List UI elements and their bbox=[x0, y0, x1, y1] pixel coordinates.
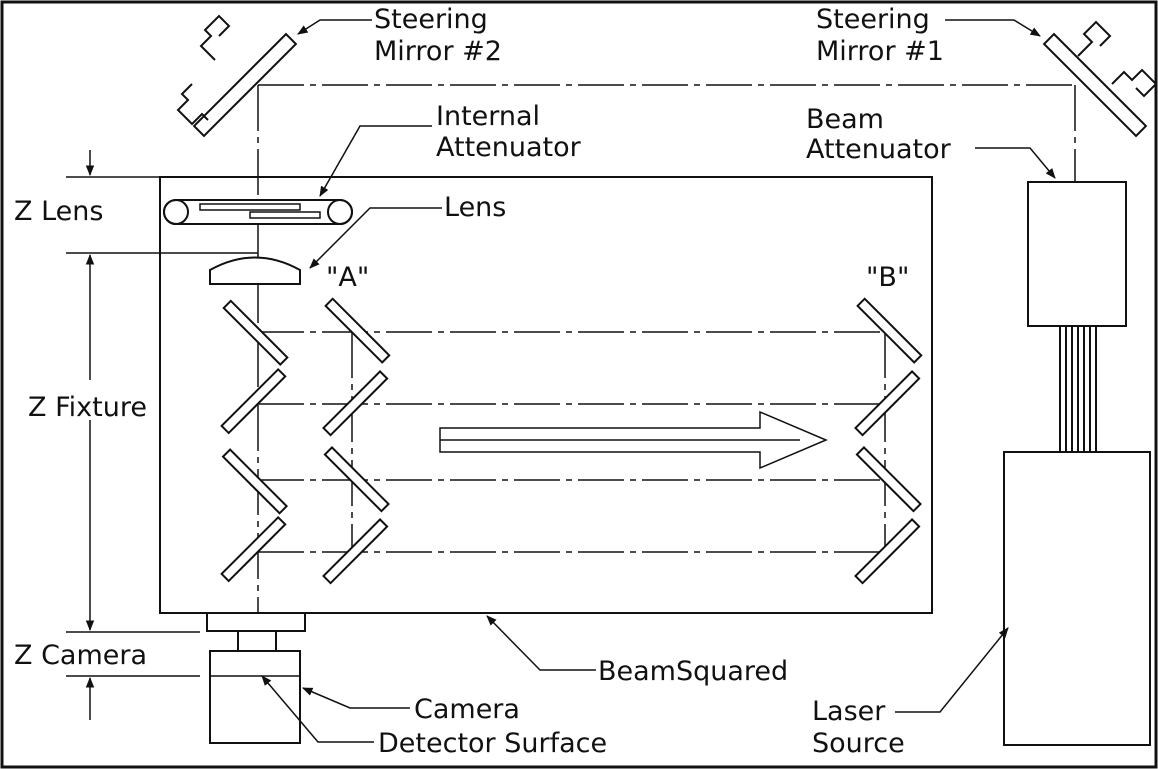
z-camera-label: Z Camera bbox=[14, 640, 147, 671]
steering-mirror-2-label-line1: Steering bbox=[374, 4, 488, 35]
steering-mirror-2-label-line2: Mirror #2 bbox=[374, 36, 502, 67]
laser-source-box bbox=[1003, 451, 1151, 746]
fold-mirrors-left bbox=[220, 299, 289, 583]
lens-label: Lens bbox=[444, 192, 506, 223]
steering-mirror-1-label-line2: Mirror #1 bbox=[816, 36, 944, 67]
beamsquared-enclosure bbox=[159, 176, 933, 614]
beam-attenuator-box bbox=[1027, 181, 1127, 327]
camera-assembly bbox=[206, 612, 306, 744]
z-fixture-label: Z Fixture bbox=[28, 392, 147, 423]
steering-mirror-2 bbox=[176, 14, 298, 138]
stage-travel-arrow bbox=[439, 410, 828, 470]
fold-mirrors-b bbox=[854, 297, 923, 585]
detector-surface-label: Detector Surface bbox=[378, 728, 607, 759]
fold-mirrors-a bbox=[322, 297, 391, 585]
point-a-label: "A" bbox=[326, 262, 369, 293]
beam-attenuator-label-line1: Beam bbox=[806, 104, 884, 135]
laser-source-label-line1: Laser bbox=[812, 696, 886, 727]
beamsquared-label: BeamSquared bbox=[598, 656, 788, 687]
internal-attenuator-label-line1: Internal bbox=[436, 101, 540, 132]
point-b-label: "B" bbox=[866, 262, 909, 293]
z-dimensions bbox=[66, 150, 258, 720]
lens bbox=[209, 256, 301, 285]
steering-mirror-1-label-line1: Steering bbox=[816, 4, 930, 35]
camera-label: Camera bbox=[414, 694, 520, 725]
beam-attenuator-label-line2: Attenuator bbox=[806, 134, 952, 165]
z-lens-label: Z Lens bbox=[14, 196, 103, 227]
laser-source-label-line2: Source bbox=[812, 728, 905, 759]
internal-attenuator bbox=[163, 199, 353, 225]
steering-mirror-1 bbox=[1042, 20, 1158, 138]
fiber-bundle bbox=[1059, 326, 1097, 452]
internal-attenuator-label-line2: Attenuator bbox=[436, 132, 582, 163]
leader-lines bbox=[261, 19, 1056, 743]
